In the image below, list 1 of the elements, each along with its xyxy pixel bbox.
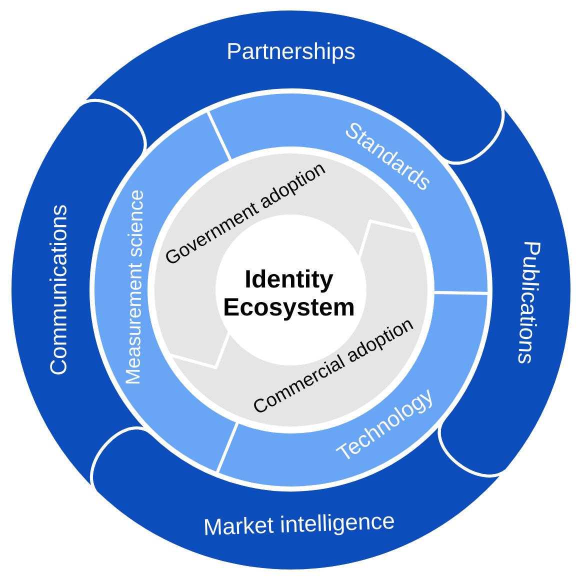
ring-segment: Publications xyxy=(438,100,574,478)
